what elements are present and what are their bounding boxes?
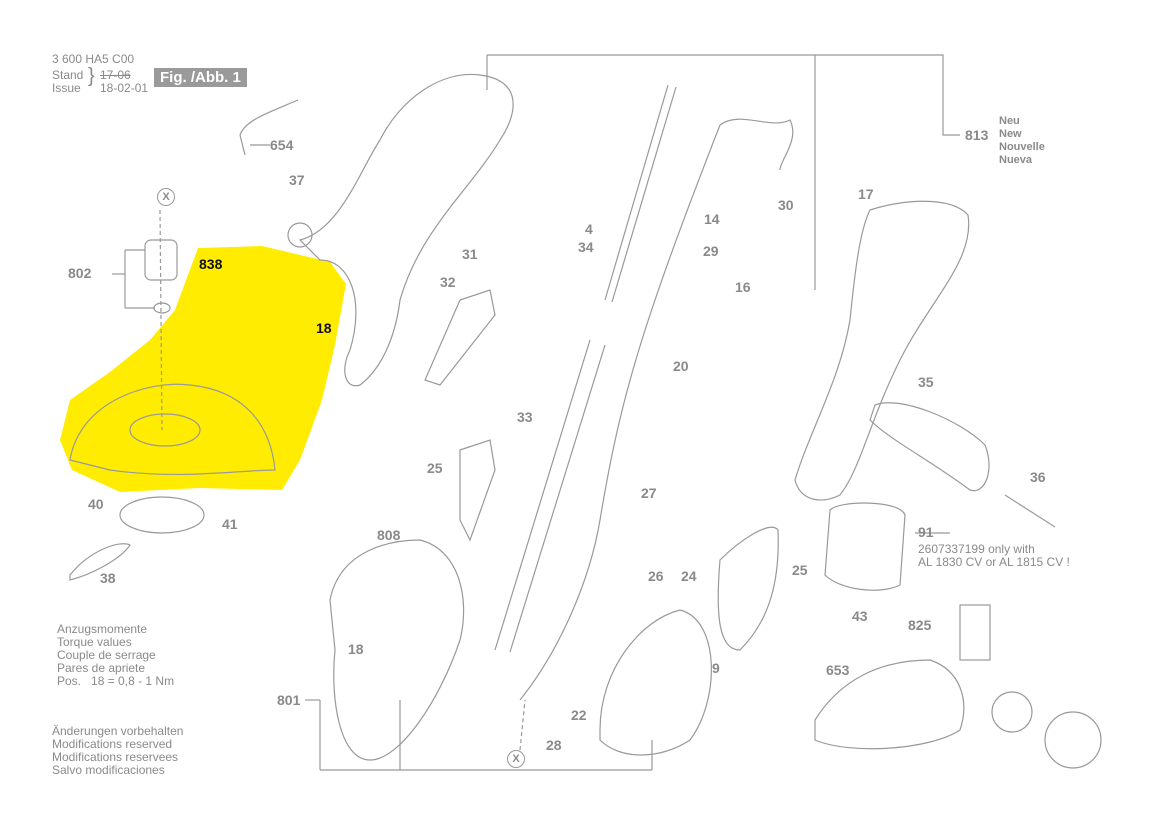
part-label-25: 25 xyxy=(792,562,808,578)
part-label-808: 808 xyxy=(377,527,401,543)
part-label-20: 20 xyxy=(673,358,689,374)
new-note-line: New xyxy=(999,128,1022,140)
part-label-22: 22 xyxy=(571,707,587,723)
part-label-30: 30 xyxy=(778,197,794,213)
new-note-line: Nouvelle xyxy=(999,141,1045,153)
part-label-16: 16 xyxy=(735,279,751,295)
part-number: 3 600 HA5 C00 xyxy=(52,52,135,66)
part-label-29: 29 xyxy=(703,243,719,259)
part-label-18: 18 xyxy=(316,320,332,336)
part-label-17: 17 xyxy=(858,186,874,202)
old-date: 17-06 xyxy=(100,68,131,82)
battery-note-line: AL 1830 CV or AL 1815 CV ! xyxy=(918,555,1070,569)
issue-date: 18-02-01 xyxy=(100,81,149,95)
part-label-838: 838 xyxy=(199,256,223,272)
part-label-28: 28 xyxy=(546,737,562,753)
stand-label: Stand xyxy=(52,68,84,82)
part-label-654: 654 xyxy=(270,137,294,153)
highlighted-part-group xyxy=(60,246,346,492)
modifications-line: Modifications reserved xyxy=(52,737,173,751)
pos-label: Pos. xyxy=(57,674,82,688)
part-label-91: 91 xyxy=(918,524,934,540)
part-label-653: 653 xyxy=(826,662,850,678)
part-label-9: 9 xyxy=(712,660,720,676)
part-label-813: 813 xyxy=(965,127,989,143)
new-note-line: Nueva xyxy=(999,154,1033,166)
part-label-27: 27 xyxy=(641,485,657,501)
part-label-18: 18 xyxy=(348,641,364,657)
part-label-802: 802 xyxy=(68,265,92,281)
part-label-24: 24 xyxy=(681,568,697,584)
torque-line: Anzugsmomente xyxy=(57,622,148,636)
brace: } xyxy=(88,65,95,87)
modifications-line: Salvo modificaciones xyxy=(52,763,165,777)
torque-line: Couple de serrage xyxy=(57,648,156,662)
new-note-line: Neu xyxy=(999,115,1020,127)
part-label-825: 825 xyxy=(908,617,932,633)
part-label-36: 36 xyxy=(1030,469,1046,485)
part-label-4: 4 xyxy=(585,221,593,237)
figure-badge: Fig. /Abb. 1 xyxy=(154,68,247,87)
part-label-25: 25 xyxy=(427,460,443,476)
part-label-43: 43 xyxy=(852,608,868,624)
part-label-26: 26 xyxy=(648,568,664,584)
part-label-40: 40 xyxy=(88,496,104,512)
torque-note: Anzugsmomente Torque values Couple de se… xyxy=(57,623,174,688)
issue-label: Issue xyxy=(52,81,81,95)
part-label-x: X xyxy=(157,188,175,206)
torque-value: 18 = 0,8 - 1 Nm xyxy=(91,674,175,688)
part-label-41: 41 xyxy=(222,516,238,532)
part-label-31: 31 xyxy=(462,246,478,262)
modifications-line: Änderungen vorbehalten xyxy=(52,724,184,738)
torque-line: Torque values xyxy=(57,635,132,649)
battery-note-line: 2607337199 only with xyxy=(918,542,1035,556)
part-label-14: 14 xyxy=(704,211,720,227)
torque-line: Pares de apriete xyxy=(57,661,146,675)
part-label-32: 32 xyxy=(440,274,456,290)
part-label-37: 37 xyxy=(289,172,305,188)
part-label-38: 38 xyxy=(100,570,116,586)
part-label-35: 35 xyxy=(918,374,934,390)
part-label-801: 801 xyxy=(277,692,301,708)
part-label-x: X xyxy=(507,750,525,768)
part-label-34: 34 xyxy=(578,239,594,255)
modifications-line: Modifications reservees xyxy=(52,750,179,764)
part-label-33: 33 xyxy=(517,409,533,425)
